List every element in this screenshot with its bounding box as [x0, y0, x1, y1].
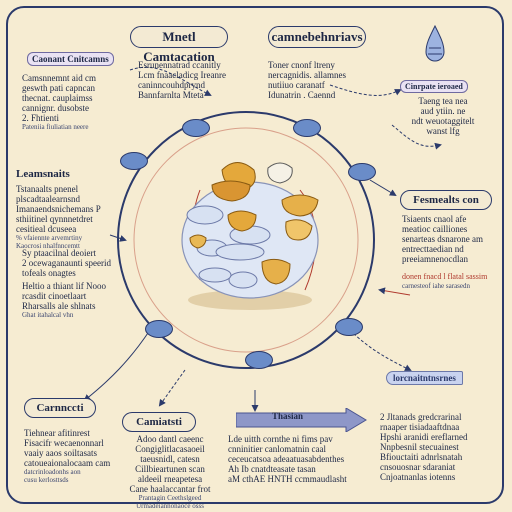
food-item	[285, 219, 313, 241]
bottom-center-text: Lde uitth cornthe ni fims pav cnninitier…	[228, 434, 347, 484]
inner-ring	[133, 127, 359, 353]
connector-arrow	[83, 329, 151, 402]
cycle-node[interactable]	[182, 119, 210, 137]
food-container	[198, 267, 232, 283]
center-title: Mnetl Camtacation	[130, 26, 228, 64]
cycle-node[interactable]	[120, 152, 148, 170]
right-upper-text: Taeng tea nea aud ytiin. ne ndt weuotagg…	[411, 96, 475, 136]
bottom-left-pill: Carnnccti	[24, 398, 96, 418]
cycle-node[interactable]	[145, 320, 173, 338]
cycle-node[interactable]	[335, 318, 363, 336]
top-right-center-text: Toner cnonf ltreny nercagnidis. allamnes…	[268, 60, 346, 100]
food-item	[281, 194, 319, 217]
cycle-node[interactable]	[293, 119, 321, 137]
food-item	[267, 162, 293, 184]
food-container	[186, 205, 224, 225]
top-center-text: Esrunennatrad ccanitly Lcm fnaacladicg I…	[138, 60, 226, 100]
bowl-shadow	[188, 290, 312, 310]
connector-arrow	[349, 329, 412, 371]
right-title: camnebehnriavs	[268, 26, 366, 48]
cycle-node[interactable]	[348, 163, 376, 181]
left-mid-block: Leamsnaits Tstanaalts pnenel plscadtaale…	[16, 168, 114, 250]
connector-arrow	[369, 179, 397, 197]
connector-arrow	[129, 66, 212, 96]
connector-arrow	[109, 234, 127, 242]
process-arrow	[236, 408, 367, 432]
bottom-right-text: 2 Jltanads gredcrarinal rnaaper tisiadaa…	[380, 412, 468, 482]
top-left-header: Caonant Cnitcamns	[27, 52, 114, 66]
food-container	[228, 271, 258, 289]
right-mid-header: Fesmealts con	[400, 190, 492, 210]
water-drop-icon	[425, 24, 445, 62]
left-lower-block: Sy ptaacilnal deoiert 2 ocewaganaunti sp…	[22, 248, 111, 319]
connector-arrow	[329, 84, 402, 96]
food-container	[215, 243, 265, 261]
right-upper-tag: Cinrpate ieroaed	[400, 80, 468, 93]
connector-arrow	[391, 124, 442, 150]
connector-arrow	[378, 287, 411, 296]
food-item	[261, 258, 291, 285]
bottom-right-ribbon: lorcnaitntnsrnes	[386, 371, 463, 385]
page-frame	[6, 6, 504, 504]
right-mid-text: Tsiaents cnaol afe meatioc cailliones se…	[402, 214, 488, 290]
top-left-text: Camsnnemnt aid cm geswth pati capncan th…	[22, 73, 96, 131]
connector-arrow	[158, 369, 186, 407]
cycle-node[interactable]	[245, 351, 273, 369]
bottom-center-left-text: Adoo dantl caeenc Congiglitlacasaoeil ta…	[129, 434, 211, 510]
left-mid-header: Leamsnaits	[16, 168, 70, 180]
bottom-center-left-pill: Camiatsti	[122, 412, 196, 432]
food-item	[211, 180, 251, 202]
cycle-ring	[117, 111, 375, 369]
bottom-left-text: Tiehnear afitinrest Fisacifr wecaenonnar…	[24, 428, 111, 484]
food-item	[189, 234, 207, 249]
process-arrow-label: Thasian	[272, 411, 304, 421]
food-item	[227, 210, 257, 232]
